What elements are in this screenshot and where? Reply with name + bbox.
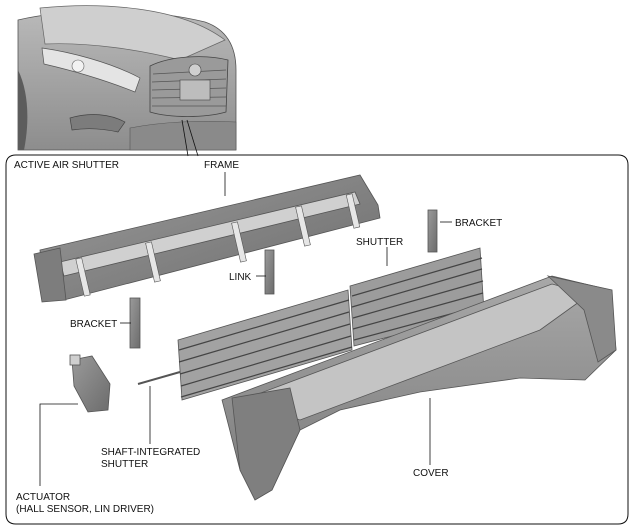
label-frame: FRAME [204,160,239,171]
label-cover: COVER [413,468,449,479]
bracket-right-part [427,209,438,253]
car-front-illustration [17,2,237,152]
shaft-integrated-shutter-part [137,289,353,401]
cover-part [221,275,617,501]
label-link: LINK [229,272,252,283]
bracket-left-part [129,297,141,349]
label-bracket-left: BRACKET [70,319,117,330]
leader-lines [39,172,452,486]
frame-part [33,174,381,303]
callout-lines [181,119,199,157]
label-actuator-line1: ACTUATOR [16,492,70,503]
label-shutter: SHUTTER [356,237,403,248]
actuator-part [69,354,111,413]
label-shaft-integrated-line1: SHAFT-INTEGRATED [101,447,200,458]
label-shaft-integrated-line2: SHUTTER [101,459,148,470]
label-actuator-line2: (HALL SENSOR, LIN DRIVER) [16,504,154,515]
label-active-air-shutter: ACTIVE AIR SHUTTER [14,160,119,171]
link-part [264,249,275,295]
label-bracket-right: BRACKET [455,218,502,229]
diagram-border [5,154,629,525]
